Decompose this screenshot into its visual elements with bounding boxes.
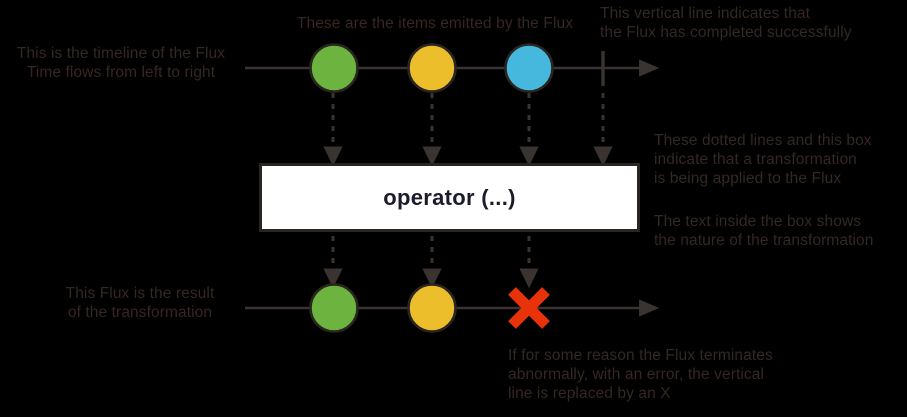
annotation-timeline: This is the timeline of the Flux Time fl… (16, 45, 226, 81)
annotation-error: If for some reason the Flux terminates a… (508, 347, 773, 402)
result-flux-timeline (245, 283, 660, 333)
operator-box[interactable]: operator (...) (259, 163, 640, 232)
annotation-completion: This vertical line indicates that the Fl… (600, 5, 852, 41)
source-item-blue[interactable] (504, 43, 554, 93)
annotation-transformation: These dotted lines and this box indicate… (654, 132, 872, 187)
dotted-arrows-into-operator (323, 93, 613, 167)
result-item-green[interactable] (309, 283, 359, 333)
error-x-icon[interactable] (508, 287, 550, 329)
source-item-yellow[interactable] (407, 43, 457, 93)
annotation-result: This Flux is the result of the transform… (65, 285, 215, 321)
operator-label: operator (...) (383, 184, 516, 210)
source-item-green[interactable] (309, 43, 359, 93)
annotation-items: These are the items emitted by the Flux (296, 15, 574, 32)
result-item-yellow[interactable] (407, 283, 457, 333)
dotted-arrows-out-of-operator (323, 236, 539, 289)
source-flux-timeline (245, 43, 660, 93)
annotation-box-text: The text inside the box shows the nature… (654, 213, 874, 249)
